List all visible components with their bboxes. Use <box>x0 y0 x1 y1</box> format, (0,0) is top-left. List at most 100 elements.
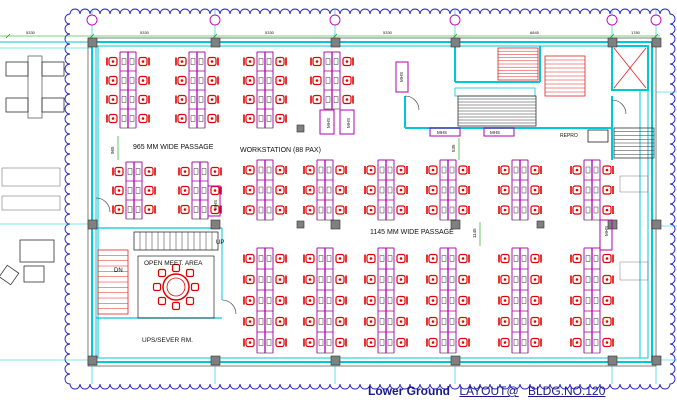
monitor <box>201 168 207 175</box>
chair-hub <box>248 60 252 63</box>
monitor <box>201 206 207 213</box>
chair-seat <box>366 316 376 327</box>
mhs-storage <box>429 127 461 137</box>
chair-seat <box>207 94 217 105</box>
chair-hub <box>345 98 349 101</box>
chair-seat <box>144 185 154 196</box>
monitor <box>258 255 264 262</box>
chair-hub <box>431 320 435 323</box>
dimension-text: 5330 <box>383 30 393 35</box>
chair-seat <box>396 165 406 175</box>
chair-hub <box>369 341 373 344</box>
chair-hub <box>141 79 145 82</box>
door-swing <box>221 299 237 315</box>
chair <box>243 274 255 285</box>
chair <box>396 165 408 175</box>
mhs-storage <box>339 109 355 135</box>
chair-seat <box>335 316 345 327</box>
chair-seat <box>177 75 187 86</box>
chair <box>335 205 347 215</box>
chair-hub <box>399 168 403 172</box>
monitor <box>521 255 527 262</box>
monitor <box>266 77 272 84</box>
chair <box>396 253 408 264</box>
chair-seat <box>177 113 187 124</box>
sofa <box>5 61 29 77</box>
chair-seat <box>428 274 438 285</box>
chair-seat <box>305 253 315 264</box>
mhs-label: MHS <box>213 200 218 210</box>
chair <box>498 295 510 306</box>
monitor <box>318 339 324 346</box>
chair <box>396 205 408 215</box>
mhs-label: MHS <box>346 118 351 128</box>
chair-seat <box>500 274 510 285</box>
chair <box>498 274 510 285</box>
chair <box>243 113 255 124</box>
monitor <box>333 58 339 65</box>
chair <box>243 205 255 215</box>
chair-hub <box>117 170 121 173</box>
chair <box>303 316 315 327</box>
chair <box>207 56 219 67</box>
chair-seat <box>245 113 255 124</box>
chair-hub <box>399 257 403 260</box>
chair <box>570 165 582 175</box>
monitor <box>513 339 519 346</box>
chair-seat <box>396 205 406 215</box>
chair-hub <box>533 257 537 260</box>
chair <box>602 274 614 285</box>
chair <box>335 274 347 285</box>
chair <box>426 337 438 348</box>
chair-seat <box>275 185 285 195</box>
mhs-storage <box>395 61 409 93</box>
chair-seat <box>500 205 510 215</box>
chair <box>335 295 347 306</box>
monitor <box>318 206 324 214</box>
monitor <box>585 297 591 304</box>
chair <box>458 165 470 175</box>
chair-seat <box>138 94 148 105</box>
chair-hub <box>575 320 579 323</box>
monitor <box>198 96 204 103</box>
mhs-label: MHS <box>437 130 447 135</box>
chair-seat <box>114 204 124 215</box>
chair-hub <box>605 188 609 192</box>
chair-hub <box>431 208 435 212</box>
chair <box>426 316 438 327</box>
chair-hub <box>183 208 187 211</box>
meeting-chair <box>157 268 167 278</box>
chair <box>602 295 614 306</box>
chair-seat <box>275 56 285 67</box>
chair-seat <box>602 253 612 264</box>
chair-hub <box>180 98 184 101</box>
chair-hub <box>503 341 507 344</box>
chair <box>210 166 222 177</box>
monitor <box>325 96 331 103</box>
column <box>651 355 662 366</box>
dimension-tick <box>212 33 218 39</box>
chair-seat <box>245 274 255 285</box>
monitor <box>585 318 591 325</box>
chair-seat <box>458 337 468 348</box>
chair-hub <box>117 189 121 192</box>
chair <box>396 316 408 327</box>
grid-marker <box>606 14 618 26</box>
dimension-tick <box>332 33 338 39</box>
monitor <box>129 58 135 65</box>
monitor <box>258 77 264 84</box>
chair <box>342 75 354 86</box>
chair <box>602 337 614 348</box>
sofa <box>41 97 65 113</box>
monitor <box>521 206 527 214</box>
chair <box>570 337 582 348</box>
chair <box>458 253 470 264</box>
grid-marker <box>449 14 461 26</box>
chair-hub <box>605 320 609 323</box>
chair-hub <box>308 341 312 344</box>
chair <box>335 185 347 195</box>
chair-seat <box>458 205 468 215</box>
chair-seat <box>366 295 376 306</box>
chair-hub <box>399 188 403 192</box>
monitor <box>593 276 599 283</box>
